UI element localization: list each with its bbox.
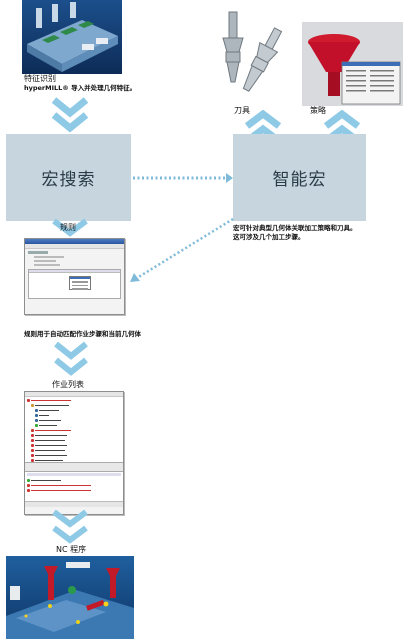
nc-program-image: [6, 556, 134, 639]
strategy-label: 策略: [310, 106, 326, 115]
chevron-down-icon: [50, 96, 90, 140]
blank-area: [210, 505, 320, 625]
hypermill-description: hyperMILL® 导入并处理几何特征。: [24, 84, 137, 92]
chevron-down-icon: [50, 218, 90, 242]
feature-recognition-label: 特征识别: [24, 74, 56, 83]
tool-image: [215, 10, 285, 105]
rule-window: [24, 238, 125, 315]
smart-macro-box: 智能宏: [233, 134, 366, 221]
job-list-window: [24, 391, 124, 515]
chevron-down-icon: [52, 340, 90, 384]
macro-description-line-1: 宏可针对典型几何体关联加工策略和刀具。: [233, 224, 357, 232]
strategy-image: [302, 22, 403, 106]
feature-recognition-image: [22, 0, 122, 74]
rule-label: 规则: [60, 223, 76, 232]
rule-description: 规则用于自动匹配作业步骤和当前几何体: [24, 330, 141, 338]
job-list-label: 作业列表: [52, 380, 84, 389]
macro-search-box: 宏搜索: [6, 134, 131, 221]
macro-description-line-2: 这可涉及几个加工步骤。: [233, 233, 305, 241]
nc-program-label: NC 程序: [56, 545, 87, 554]
tool-label: 刀具: [234, 106, 250, 115]
chevron-down-icon: [50, 508, 90, 550]
